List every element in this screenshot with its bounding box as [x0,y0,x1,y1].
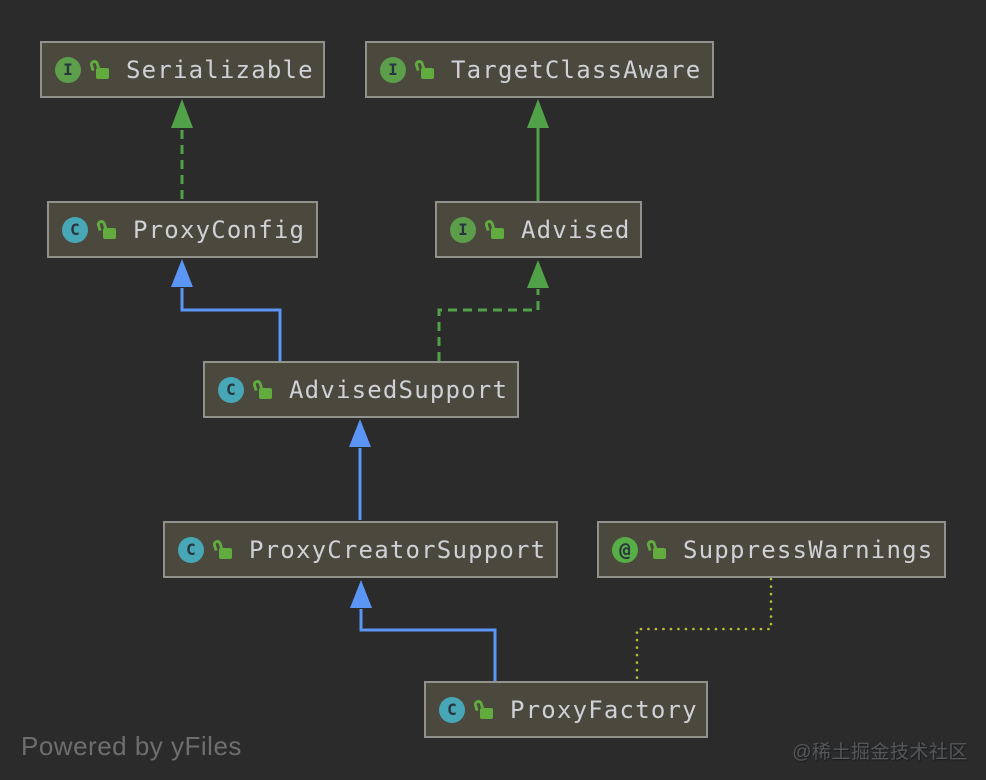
unlock-icon [95,218,116,239]
class-icon: C [62,216,88,243]
class-node-target-class-aware[interactable]: I TargetClassAware [365,41,714,98]
node-label: ProxyFactory [510,695,698,724]
node-label: AdvisedSupport [289,375,509,404]
node-label: Advised [521,215,631,244]
node-label: Serializable [126,55,314,84]
node-label: ProxyConfig [133,215,306,244]
unlock-icon [251,378,272,399]
node-label: SuppressWarnings [683,535,934,564]
class-node-serializable[interactable]: I Serializable [40,41,325,98]
class-icon: C [218,376,244,403]
edge-proxyfactory-suppresswarnings[interactable] [635,577,773,680]
class-node-proxy-creator-support[interactable]: C ProxyCreatorSupport [163,521,558,578]
class-icon: C [178,536,204,563]
interface-icon: I [55,56,81,83]
node-label: ProxyCreatorSupport [249,535,547,564]
edge-advisedsupport-proxyconfig[interactable] [171,259,282,361]
unlock-icon [413,58,434,79]
unlock-icon [483,218,504,239]
unlock-icon [211,538,232,559]
class-node-advised-support[interactable]: C AdvisedSupport [203,361,519,418]
edge-proxyconfig-serializable[interactable] [171,99,193,201]
unlock-icon [88,58,109,79]
edge-advised-targetclassaware[interactable] [527,99,549,201]
node-label: TargetClassAware [451,55,702,84]
annotation-node-suppress-warnings[interactable]: @ SuppressWarnings [597,521,946,578]
juejin-watermark: @稀土掘金技术社区 [792,742,968,763]
edge-proxycreatorsupport-advisedsupport[interactable] [349,419,371,520]
edge-proxyfactory-proxycreatorsupport[interactable] [350,580,497,681]
class-icon: C [439,696,465,723]
class-node-proxy-config[interactable]: C ProxyConfig [47,201,318,258]
interface-icon: I [450,216,476,243]
interface-icon: I [380,56,406,83]
class-node-proxy-factory[interactable]: C ProxyFactory [424,681,708,738]
powered-by-yfiles-label: Powered by yFiles [21,731,242,761]
unlock-icon [472,698,493,719]
annotation-icon: @ [612,536,638,563]
unlock-icon [645,538,666,559]
class-node-advised[interactable]: I Advised [435,201,642,258]
edge-advisedsupport-advised[interactable] [437,260,549,361]
